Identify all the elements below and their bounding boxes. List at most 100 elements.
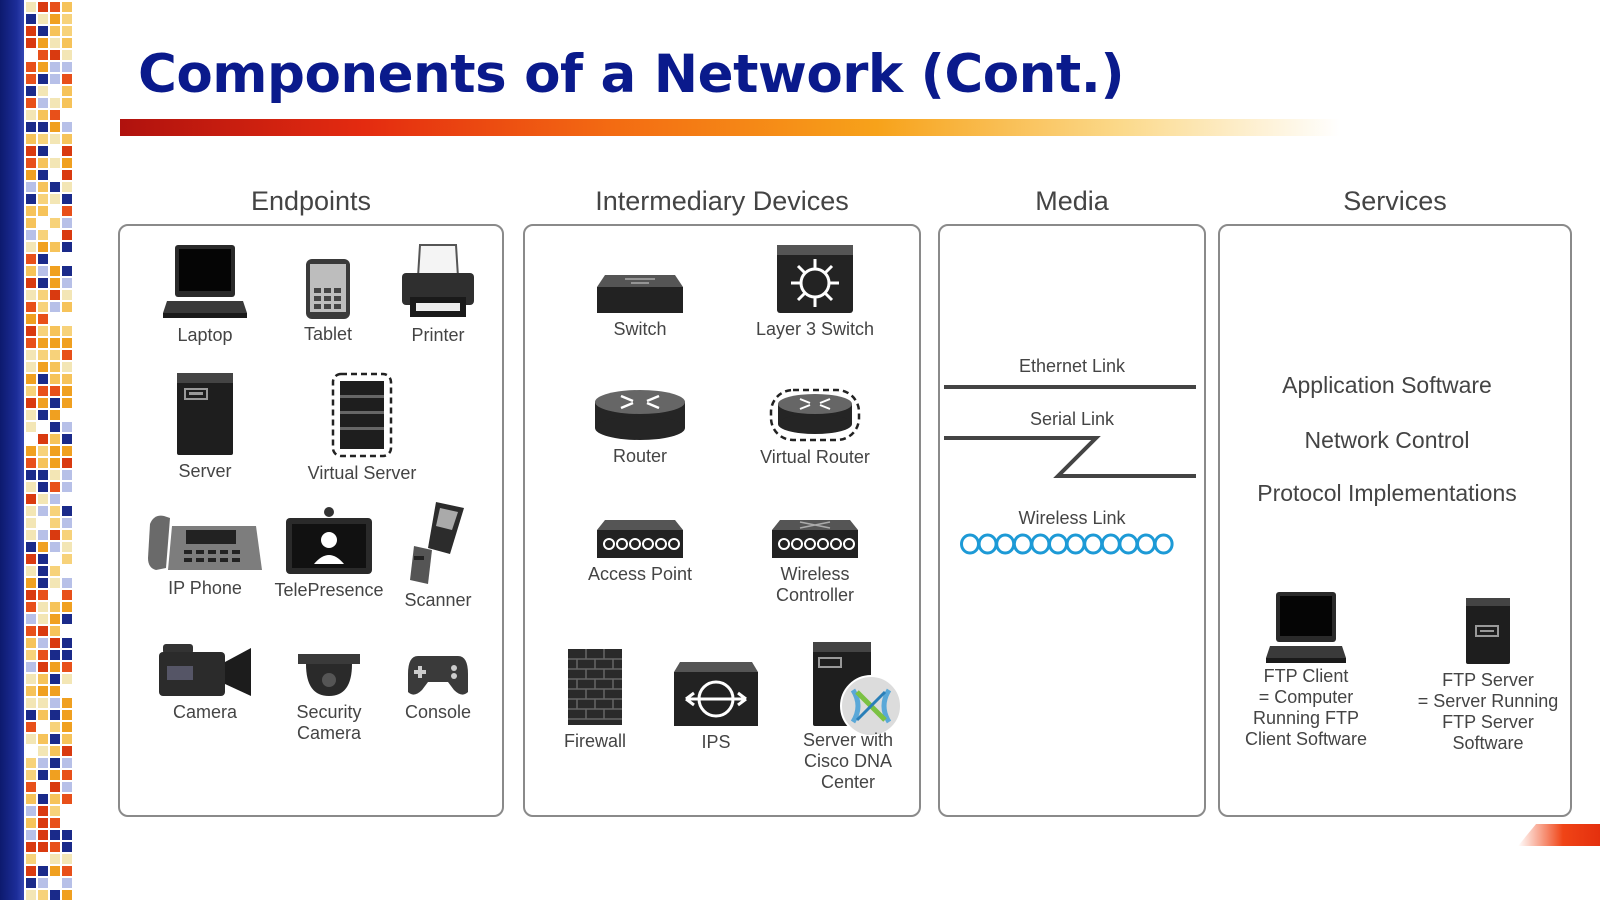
mosaic-square — [38, 302, 48, 312]
mosaic-square — [38, 2, 48, 12]
mosaic-square — [62, 566, 72, 576]
wireless-link-ring — [1153, 533, 1174, 555]
mosaic-square — [50, 122, 60, 132]
mosaic-square — [26, 398, 36, 408]
mosaic-square — [62, 746, 72, 756]
mosaic-square — [38, 818, 48, 828]
server-icon — [177, 373, 233, 455]
mosaic-square — [62, 650, 72, 660]
mosaic-square — [62, 830, 72, 840]
mosaic-square — [62, 806, 72, 816]
camera-icon — [159, 644, 251, 696]
mosaic-square — [62, 338, 72, 348]
endpoint-label: Server — [178, 461, 232, 481]
mosaic-square — [50, 746, 60, 756]
mosaic-square — [50, 806, 60, 816]
device-label: Switch — [613, 319, 667, 339]
wireless-link-ring — [1083, 533, 1104, 555]
console-icon — [408, 656, 468, 695]
mosaic-square — [50, 74, 60, 84]
mosaic-square — [62, 722, 72, 732]
mosaic-square — [50, 458, 60, 468]
wireless-link-ring — [960, 533, 980, 555]
panel-media — [938, 224, 1206, 817]
mosaic-square — [38, 410, 48, 420]
mosaic-square — [50, 866, 60, 876]
mosaic-square — [38, 158, 48, 168]
mosaic-square — [62, 362, 72, 372]
mosaic-square — [38, 782, 48, 792]
ethernet-link-label: Ethernet Link — [1018, 356, 1126, 376]
device-label: Layer 3 Switch — [755, 319, 875, 339]
mosaic-square — [62, 182, 72, 192]
mosaic-square — [50, 554, 60, 564]
mosaic-square — [62, 458, 72, 468]
mosaic-square — [38, 386, 48, 396]
mosaic-square — [26, 290, 36, 300]
mosaic-square — [38, 182, 48, 192]
mosaic-square — [62, 230, 72, 240]
mosaic-square — [38, 446, 48, 456]
mosaic-square — [26, 338, 36, 348]
mosaic-square — [38, 482, 48, 492]
mosaic-square — [26, 74, 36, 84]
mosaic-square — [38, 230, 48, 240]
service-protocol-implementations: Protocol Implementations — [1257, 480, 1517, 506]
mosaic-square — [38, 422, 48, 432]
router-icon — [595, 390, 685, 440]
mosaic-square — [26, 566, 36, 576]
wireless-link-ring — [1118, 533, 1139, 555]
mosaic-square — [62, 266, 72, 276]
mosaic-square — [26, 182, 36, 192]
device-virtual-router: Virtual Router — [745, 387, 885, 468]
title-underline-gradient — [120, 119, 1340, 136]
mosaic-square — [26, 14, 36, 24]
mosaic-square — [62, 110, 72, 120]
mosaic-square — [38, 350, 48, 360]
mosaic-square — [38, 74, 48, 84]
mosaic-square — [38, 86, 48, 96]
mosaic-square — [38, 62, 48, 72]
mosaic-square — [50, 734, 60, 744]
mosaic-square — [26, 590, 36, 600]
ftp-server-icon — [1466, 598, 1510, 664]
mosaic-square — [62, 98, 72, 108]
mosaic-square — [62, 278, 72, 288]
endpoint-label: Tablet — [303, 324, 353, 344]
endpoint-scanner: Scanner — [388, 500, 488, 611]
mosaic-square — [62, 782, 72, 792]
mosaic-square — [50, 506, 60, 516]
mosaic-square — [38, 374, 48, 384]
mosaic-square — [62, 422, 72, 432]
ftp-client-laptop-icon — [1266, 592, 1346, 663]
device-ips: IPS — [666, 660, 766, 753]
mosaic-square — [26, 674, 36, 684]
mosaic-square — [50, 206, 60, 216]
mosaic-square — [62, 794, 72, 804]
virtual-server-icon — [331, 372, 393, 458]
mosaic-square — [26, 890, 36, 900]
mosaic-square — [62, 218, 72, 228]
mosaic-square — [62, 506, 72, 516]
mosaic-square — [38, 890, 48, 900]
mosaic-square — [62, 878, 72, 888]
mosaic-square — [50, 134, 60, 144]
mosaic-square — [62, 170, 72, 180]
mosaic-square — [38, 242, 48, 252]
mosaic-square — [62, 74, 72, 84]
wireless-link-ring — [1048, 533, 1068, 555]
mosaic-square — [26, 2, 36, 12]
mosaic-square — [38, 590, 48, 600]
mosaic-square — [50, 302, 60, 312]
mosaic-square — [50, 398, 60, 408]
mosaic-square — [50, 38, 60, 48]
mosaic-square — [50, 878, 60, 888]
mosaic-square — [38, 134, 48, 144]
mosaic-square — [26, 734, 36, 744]
mosaic-square — [26, 254, 36, 264]
mosaic-square — [50, 542, 60, 552]
mosaic-square — [38, 98, 48, 108]
mosaic-square — [26, 782, 36, 792]
mosaic-square — [50, 158, 60, 168]
mosaic-square — [26, 878, 36, 888]
